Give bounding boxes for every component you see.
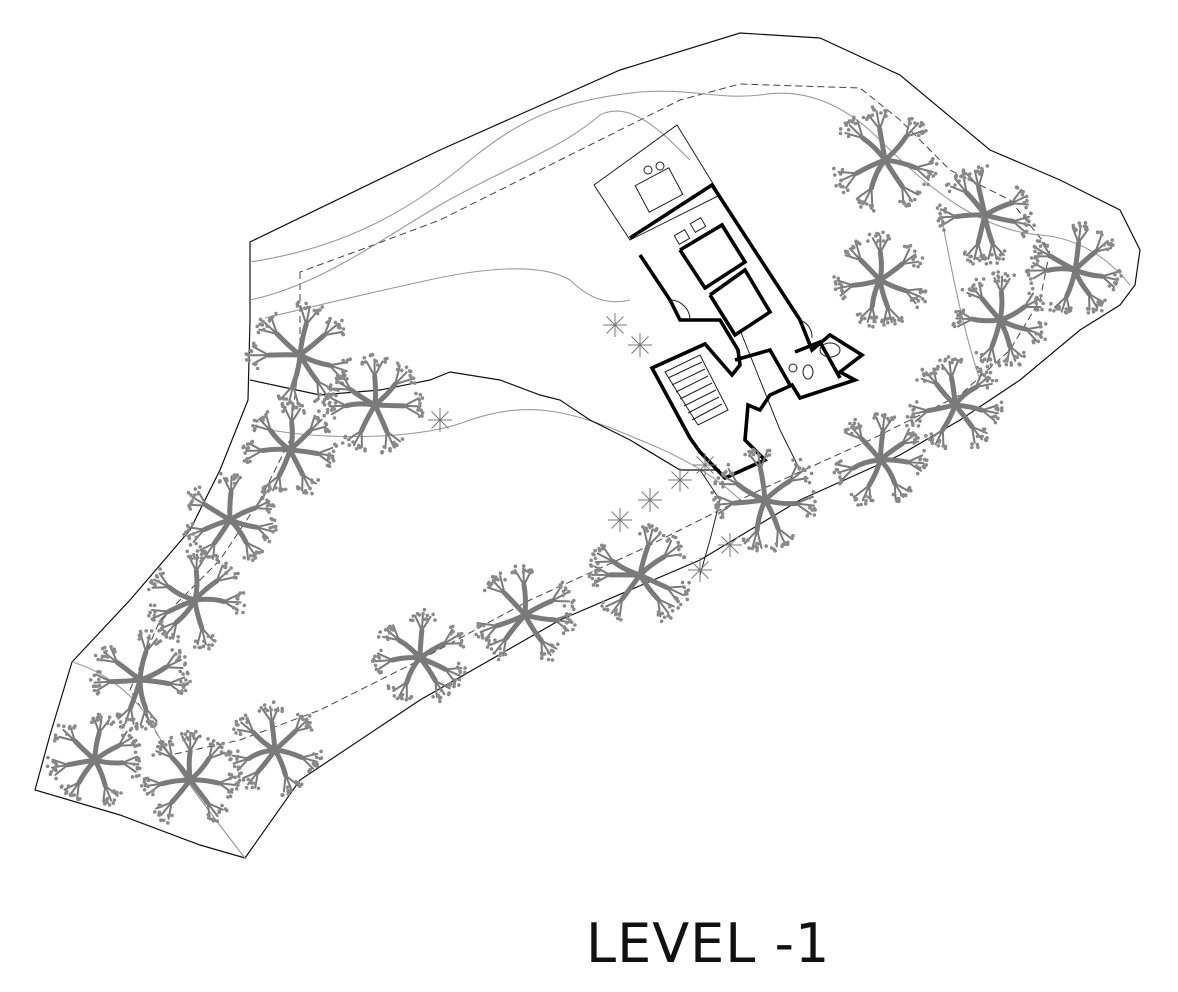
contour-line xyxy=(249,90,1131,286)
shrub-symbol xyxy=(608,508,632,532)
tree-canopy-layer xyxy=(45,105,1123,825)
fixture xyxy=(655,161,665,171)
interior-wall xyxy=(734,347,792,386)
tree-symbol xyxy=(45,712,142,807)
tree-symbol xyxy=(951,270,1048,369)
level-title: LEVEL -1 xyxy=(586,912,831,975)
tree-symbol xyxy=(832,230,928,329)
tree-symbol xyxy=(587,523,691,624)
tree-symbol xyxy=(832,412,929,507)
shrub-symbol xyxy=(428,408,452,432)
door-swing xyxy=(669,299,691,321)
setback-line xyxy=(129,83,1051,756)
tree-symbol xyxy=(935,164,1036,266)
shrub-symbol xyxy=(603,313,627,337)
contour-line xyxy=(269,409,741,501)
toilet xyxy=(802,364,814,380)
tree-symbol xyxy=(226,700,324,797)
stair xyxy=(664,354,729,426)
hedge-row xyxy=(428,313,742,582)
tree-symbol xyxy=(241,400,339,496)
shrub-symbol xyxy=(688,558,712,582)
tree-symbol xyxy=(371,607,467,704)
tree-symbol xyxy=(1024,221,1123,315)
chair xyxy=(673,228,691,246)
tree-symbol xyxy=(832,105,939,213)
interior-wall xyxy=(678,222,748,291)
shrub-symbol xyxy=(693,453,717,477)
tree-symbol xyxy=(905,355,1004,451)
sink xyxy=(788,363,798,373)
shrub-symbol xyxy=(718,533,742,557)
tree-symbol xyxy=(244,300,353,410)
tree-symbol xyxy=(474,564,577,662)
interior-wall xyxy=(794,339,842,379)
tree-symbol xyxy=(182,471,278,562)
property-boundary xyxy=(34,32,1141,859)
tree-symbol xyxy=(88,629,192,731)
bed xyxy=(634,167,684,213)
fixture xyxy=(643,165,653,175)
tree-symbol xyxy=(139,729,240,825)
bathtub xyxy=(819,342,841,358)
terrace-outline xyxy=(593,124,721,241)
shrub-symbol xyxy=(638,488,662,512)
chair xyxy=(689,216,707,234)
door-swing xyxy=(799,319,813,339)
shrub-symbol xyxy=(668,468,692,492)
interior-wall xyxy=(708,267,773,338)
contour-line xyxy=(264,268,631,319)
building-wall xyxy=(629,182,866,481)
tree-symbol xyxy=(147,549,247,651)
tree-symbol xyxy=(710,447,817,553)
contour-line xyxy=(71,661,246,859)
shrub-symbol xyxy=(628,333,652,357)
contour-line xyxy=(249,110,691,301)
grade-line xyxy=(249,371,720,471)
building-floorplan xyxy=(593,124,866,481)
drive-line xyxy=(699,469,721,576)
tree-symbol xyxy=(322,352,425,455)
